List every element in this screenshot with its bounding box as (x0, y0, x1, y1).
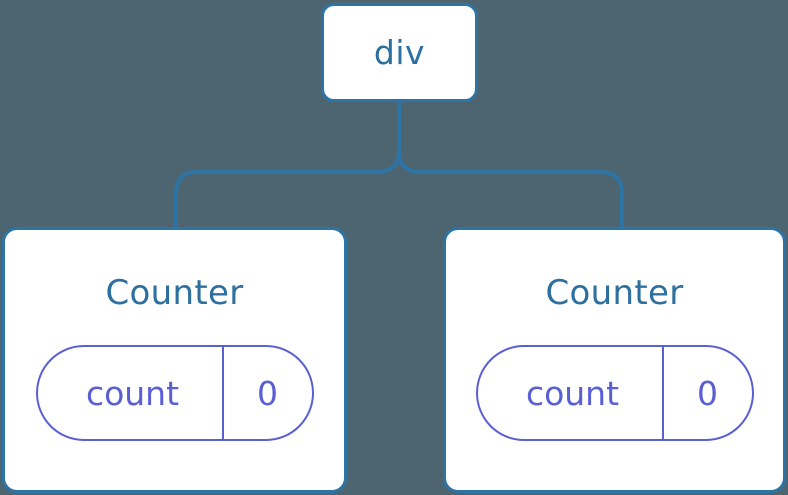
node-counter-0-label: Counter (105, 273, 244, 313)
state-pill-1: count 0 (475, 345, 754, 441)
state-value-1: 0 (661, 347, 752, 439)
node-counter-1[interactable]: Counter count 0 (443, 227, 786, 493)
state-key-0: count (85, 373, 180, 413)
state-pill-0: count 0 (35, 345, 314, 441)
state-key-1: count (525, 373, 620, 413)
connector-left-branch (174, 100, 401, 229)
node-counter-0[interactable]: Counter count 0 (2, 227, 347, 493)
state-value-0: 0 (221, 347, 312, 439)
node-counter-1-label: Counter (545, 273, 684, 313)
connector-right-branch (397, 100, 624, 229)
node-div[interactable]: div (321, 3, 478, 102)
node-div-label: div (373, 33, 426, 72)
